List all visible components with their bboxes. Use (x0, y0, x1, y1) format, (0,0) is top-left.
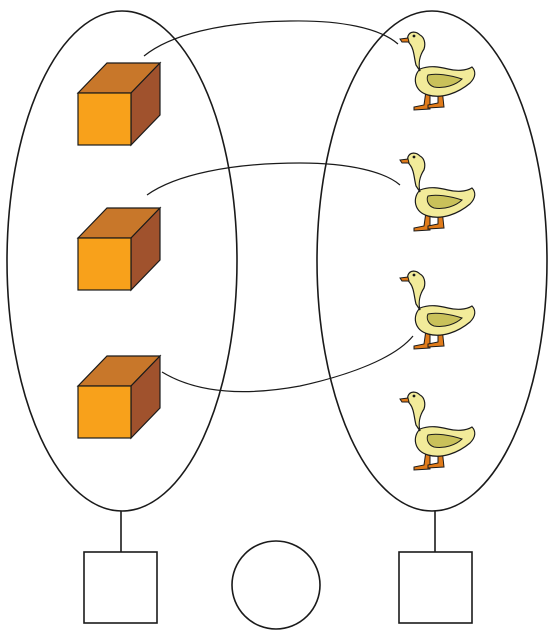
right-answer-box[interactable] (398, 551, 473, 624)
duck-icon (399, 31, 476, 111)
duck-icon (399, 152, 476, 232)
pairing-line-3 (161, 335, 414, 393)
pairing-line-1 (143, 20, 399, 57)
cube-icon (77, 62, 161, 146)
right-group-ellipse (316, 10, 548, 512)
cube-icon (77, 355, 161, 439)
cube-icon (77, 207, 161, 291)
pairing-line-2 (146, 162, 401, 196)
left-answer-box[interactable] (83, 551, 158, 624)
comparison-circle[interactable] (231, 540, 321, 630)
duck-icon (399, 391, 476, 471)
left-group-ellipse (6, 10, 238, 512)
